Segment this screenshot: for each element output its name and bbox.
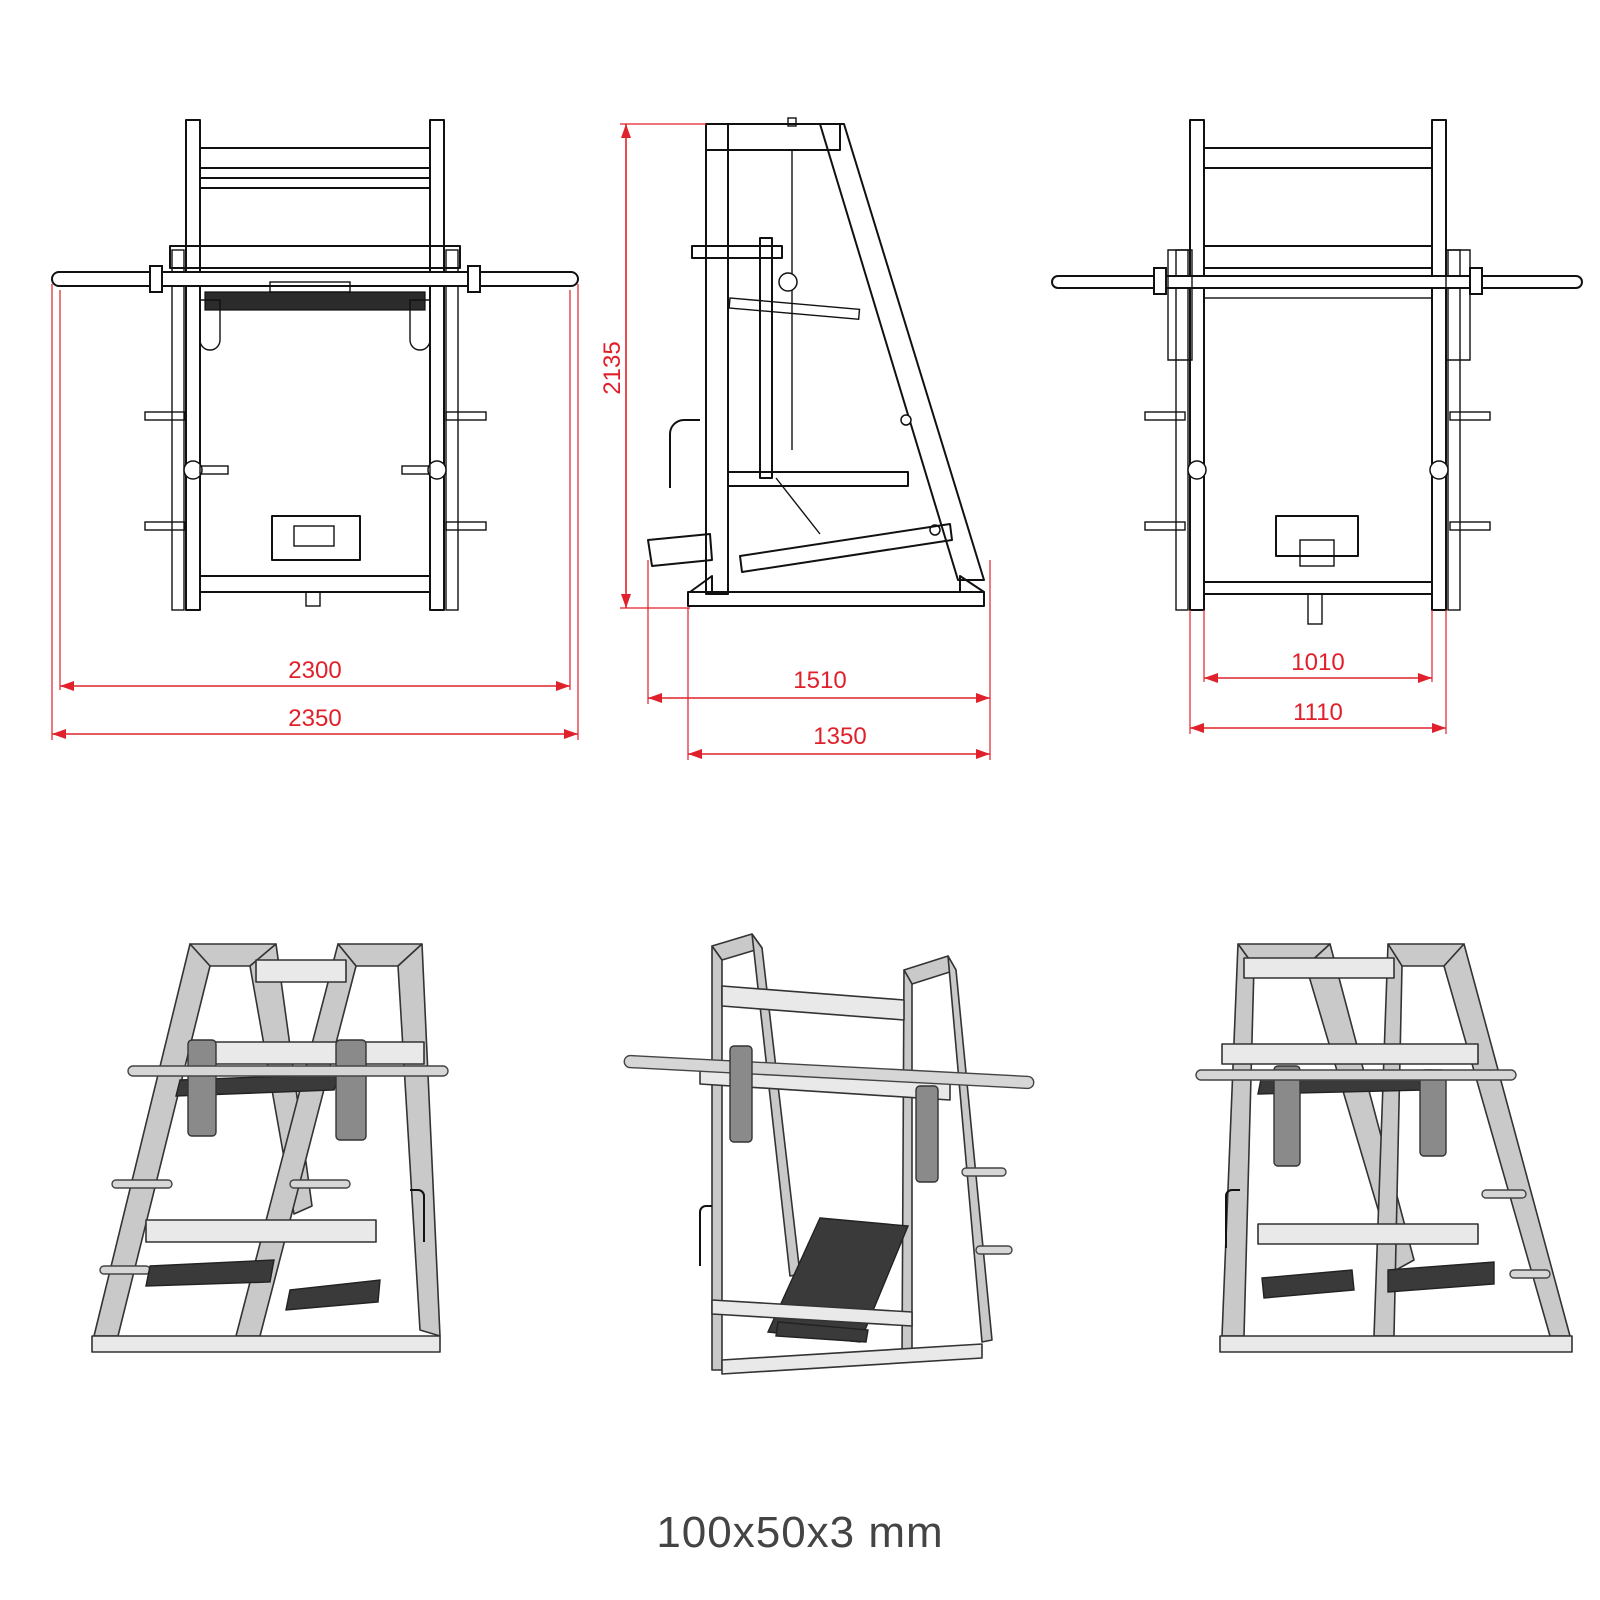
iso-view-front — [623, 933, 1035, 1375]
side-dimensions: 2135 1510 1350 — [599, 123, 991, 760]
iso-view-side — [1195, 943, 1573, 1353]
side-view — [647, 117, 985, 607]
dim-2300: 2300 — [288, 657, 341, 684]
front-view — [51, 119, 579, 611]
rear-view — [1051, 119, 1583, 625]
iso-view-back — [91, 943, 449, 1353]
dim-1110: 1110 — [1293, 699, 1343, 726]
dim-1010: 1010 — [1291, 649, 1344, 676]
dim-2135: 2135 — [599, 341, 626, 394]
tube-size-caption: 100x50x3 mm — [656, 1508, 944, 1557]
dim-1510: 1510 — [793, 667, 846, 694]
rear-dimensions: 1010 1110 — [1189, 610, 1447, 734]
front-dimensions: 2300 2350 — [51, 284, 579, 740]
dim-1350: 1350 — [813, 723, 866, 750]
dim-2350: 2350 — [288, 705, 341, 732]
